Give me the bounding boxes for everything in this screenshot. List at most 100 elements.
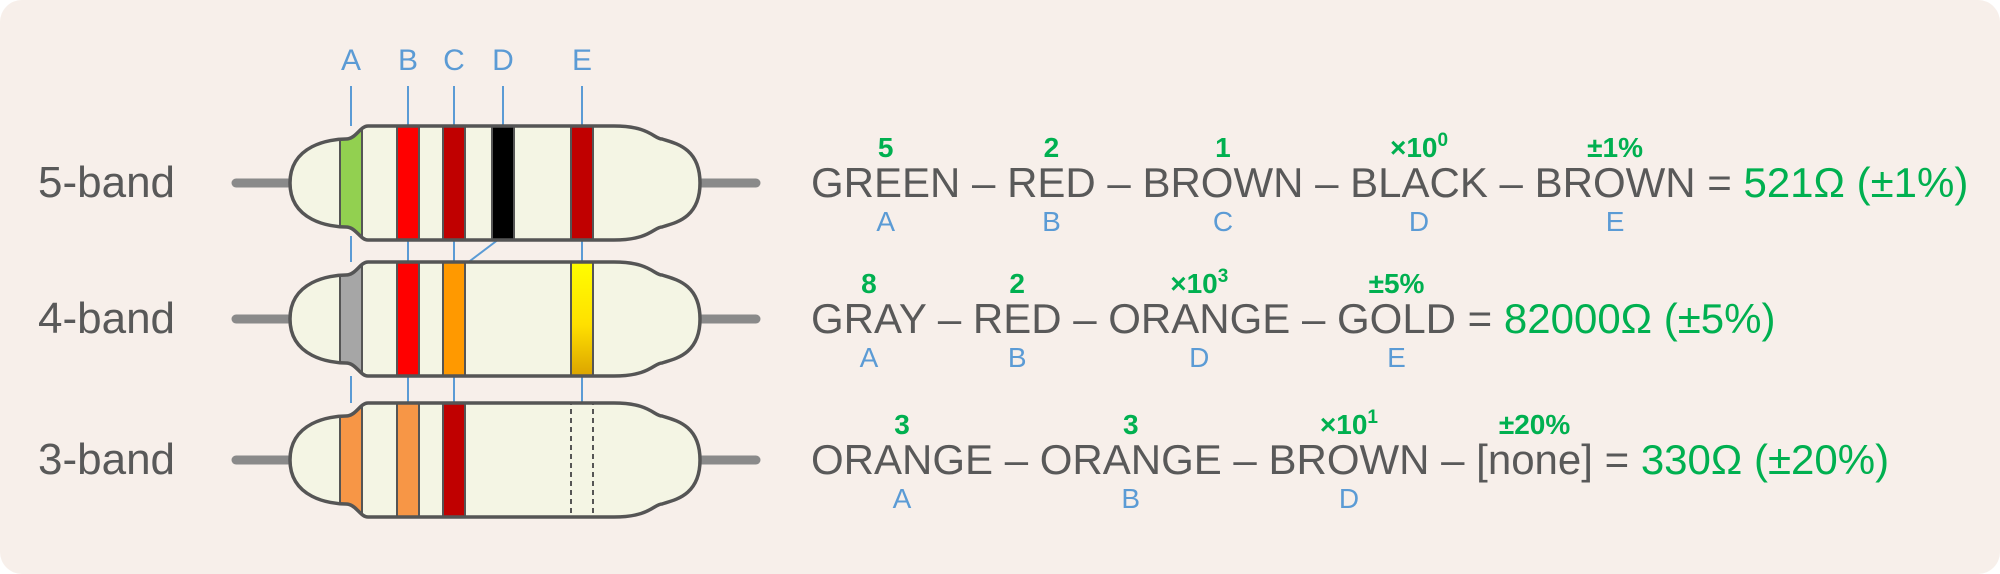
band-value-text: ±20%	[1499, 409, 1571, 440]
color-name: BROWN	[1142, 159, 1303, 206]
equals-sign: =	[1593, 436, 1641, 483]
band-position-letter: E	[1387, 342, 1406, 373]
band-position-letter: D	[1409, 206, 1429, 237]
color-band	[396, 126, 420, 240]
separator: –	[1290, 295, 1337, 342]
band-value-text: ±5%	[1369, 268, 1425, 299]
color-name: RED	[1007, 159, 1096, 206]
band-letter-e: E	[572, 44, 592, 77]
color-equation: ORANGE – ORANGE – BROWN – [none] = 330Ω …	[811, 436, 1889, 483]
band-value-exponent: 0	[1437, 130, 1448, 151]
band-position-letter: D	[1189, 342, 1209, 373]
separator: –	[1222, 436, 1269, 483]
band-letter-d: D	[492, 44, 514, 77]
band-letter-c: C	[443, 44, 465, 77]
band-position-letter: E	[1606, 206, 1625, 237]
color-bands	[339, 403, 594, 517]
color-name: GOLD	[1337, 295, 1456, 342]
band-value-text: 2	[1044, 132, 1060, 163]
band-value: 2	[1044, 132, 1060, 163]
row-label: 5-band	[38, 158, 175, 207]
separator: –	[1096, 159, 1143, 206]
separator: –	[1429, 436, 1476, 483]
band-value: ±1%	[1587, 132, 1643, 163]
color-band	[570, 126, 594, 240]
separator: –	[993, 436, 1040, 483]
band-value: ×103	[1170, 266, 1228, 299]
band-value: ×100	[1390, 130, 1448, 163]
resistor-row-1: 5-band GREEN – RED – BROWN – BLACK – BROW…	[38, 124, 1968, 242]
band-value-text: 1	[1215, 132, 1231, 163]
color-bands	[339, 262, 594, 376]
band-value: 3	[1123, 409, 1139, 440]
resistor-row-3: 3-band ORANGE – ORANGE – BROWN – [none] =…	[38, 401, 1889, 519]
equals-sign: =	[1456, 295, 1504, 342]
band-value: 3	[894, 409, 910, 440]
band-value: ±20%	[1499, 409, 1571, 440]
band-value: ±5%	[1369, 268, 1425, 299]
resistor-outline	[288, 401, 702, 519]
row-label: 4-band	[38, 294, 175, 343]
resistor-body	[290, 403, 700, 517]
band-value: 8	[861, 268, 877, 299]
band-value: ×101	[1320, 407, 1379, 440]
color-band	[339, 403, 363, 517]
color-name: ORANGE	[1108, 295, 1290, 342]
band-value: 5	[878, 132, 894, 163]
color-name: RED	[973, 295, 1062, 342]
band-value-text: 3	[1123, 409, 1139, 440]
band-value-text: 8	[861, 268, 877, 299]
band-value: 2	[1009, 268, 1025, 299]
separator: –	[1488, 159, 1535, 206]
color-name: ORANGE	[1040, 436, 1222, 483]
color-band	[570, 262, 594, 376]
band-letter-a: A	[341, 44, 361, 77]
color-band	[339, 126, 363, 240]
color-band	[442, 403, 466, 517]
band-position-letter: A	[876, 206, 895, 237]
band-position-letter: B	[1042, 206, 1061, 237]
resistor-body	[290, 262, 700, 376]
color-band	[491, 126, 515, 240]
band-value-exponent: 3	[1218, 266, 1229, 287]
resistance-result: 521Ω (±1%)	[1743, 159, 1968, 206]
equals-sign: =	[1696, 159, 1744, 206]
resistance-result: 330Ω (±20%)	[1641, 436, 1889, 483]
color-name: BROWN	[1268, 436, 1429, 483]
color-equation: GREEN – RED – BROWN – BLACK – BROWN = 52…	[811, 159, 1968, 206]
resistor-outline	[288, 124, 702, 242]
color-name: GREEN	[811, 159, 960, 206]
band-position-letter: D	[1339, 483, 1359, 514]
band-value-text: 3	[894, 409, 910, 440]
band-position-letter: C	[1213, 206, 1233, 237]
band-value-text: ×10	[1320, 409, 1368, 440]
band-position-letter: A	[860, 342, 879, 373]
band-value-text: ±1%	[1587, 132, 1643, 163]
color-bands	[339, 126, 594, 240]
color-name: BLACK	[1350, 159, 1488, 206]
separator: –	[1062, 295, 1109, 342]
row-label: 3-band	[38, 435, 175, 484]
band-value-text: ×10	[1170, 268, 1218, 299]
separator: –	[960, 159, 1007, 206]
band-letter-b: B	[398, 44, 418, 77]
separator: –	[1303, 159, 1350, 206]
band-value-exponent: 1	[1367, 407, 1378, 428]
color-name: ORANGE	[811, 436, 993, 483]
band-value-text: ×10	[1390, 132, 1438, 163]
band-value: 1	[1215, 132, 1231, 163]
color-band	[442, 262, 466, 376]
color-band	[339, 262, 363, 376]
band-position-letter: B	[1121, 483, 1140, 514]
resistor-outline	[288, 260, 702, 378]
band-value-text: 2	[1009, 268, 1025, 299]
resistance-result: 82000Ω (±5%)	[1504, 295, 1776, 342]
separator: –	[926, 295, 973, 342]
band-position-letter: B	[1008, 342, 1027, 373]
band-value-text: 5	[878, 132, 894, 163]
color-equation: GRAY – RED – ORANGE – GOLD = 82000Ω (±5%…	[811, 295, 1775, 342]
color-name: GRAY	[811, 295, 927, 342]
resistor-row-2: 4-band GRAY – RED – ORANGE – GOLD = 82000…	[38, 260, 1775, 378]
